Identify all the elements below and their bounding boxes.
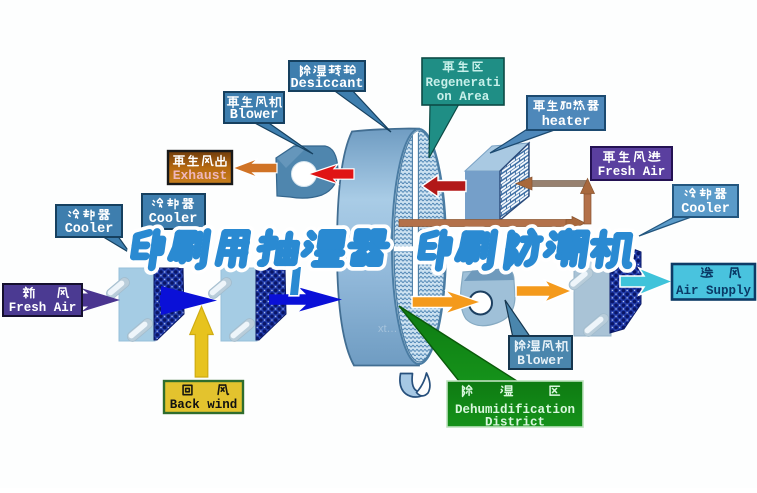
svg-text:Cooler: Cooler [149,212,198,227]
svg-text:heater: heater [542,115,591,130]
svg-text:Air Supply: Air Supply [676,284,752,298]
svg-text:Fresh Air: Fresh Air [598,165,666,179]
svg-text:Fresh Air: Fresh Air [9,301,77,315]
svg-text:Cooler: Cooler [65,222,114,237]
svg-text:Blower: Blower [230,108,279,123]
svg-text:Blower: Blower [517,353,564,368]
svg-text:on Area: on Area [437,90,490,104]
svg-text:xt…: xt… [378,323,398,335]
svg-text:Dehumidification: Dehumidification [455,403,575,417]
svg-text:Desiccant: Desiccant [291,77,364,92]
svg-text:Cooler: Cooler [681,202,730,217]
svg-text:Regenerati: Regenerati [425,76,500,90]
svg-text:District: District [485,416,545,430]
svg-text:Exhaust: Exhaust [173,168,228,183]
svg-text:Back wind: Back wind [170,398,238,412]
